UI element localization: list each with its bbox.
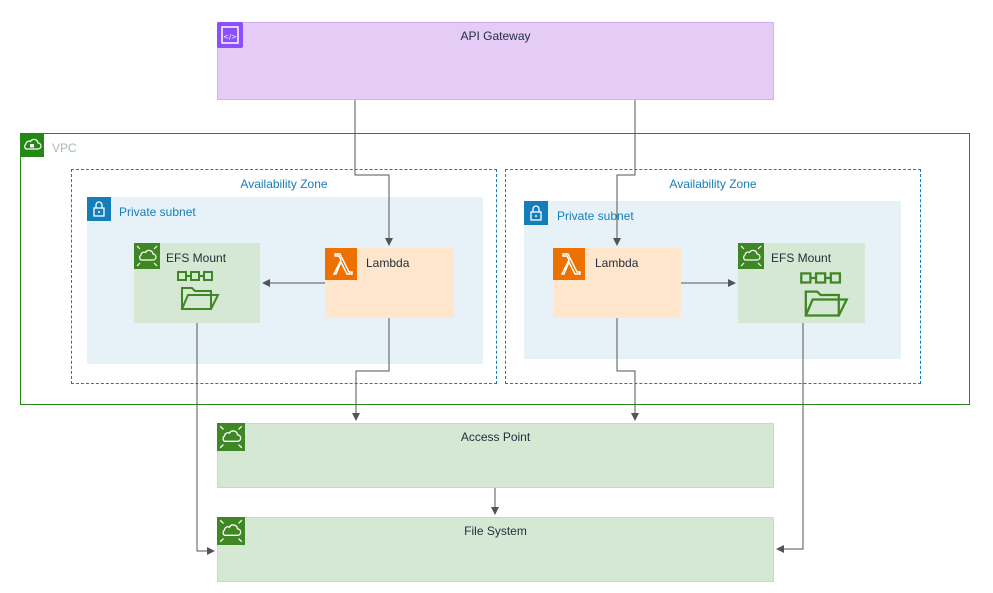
svg-text:</>: </> (223, 33, 237, 41)
folder-chip-icon (177, 271, 220, 310)
lambda-2-label: Lambda (595, 256, 639, 270)
edge-efs-2-to-file-system (776, 323, 804, 553)
api-gateway-icon: </> (217, 22, 243, 48)
private-subnet-2-label: Private subnet (557, 209, 634, 223)
availability-zone-1-label: Availability Zone (240, 177, 328, 191)
edge-efs-1-to-file-system (196, 323, 215, 555)
file-system-box[interactable] (217, 517, 774, 582)
vpc-label: VPC (52, 141, 77, 155)
edge-api-to-lambda-2 (613, 100, 636, 246)
edge-lambda-2-to-access-point (616, 318, 639, 421)
efs-mount-1-label: EFS Mount (166, 251, 227, 265)
availability-zone-2-label: Availability Zone (669, 177, 757, 191)
efs-mount-2-label: EFS Mount (771, 251, 832, 265)
folder-chip-icon (800, 272, 849, 317)
api-gateway-box[interactable] (217, 22, 774, 100)
access-point-label: Access Point (460, 430, 531, 444)
availability-zone-1 (71, 169, 497, 384)
efs-icon (217, 517, 245, 545)
lock-icon (87, 197, 111, 221)
lambda-icon (325, 248, 357, 280)
edge-lambda-1-to-access-point (352, 318, 390, 421)
availability-zone-2 (505, 169, 921, 384)
lock-icon (524, 201, 548, 225)
cloud-lock-icon (20, 133, 44, 157)
lambda-icon (553, 248, 585, 280)
lambda-1-label: Lambda (366, 256, 410, 270)
api-gateway-label: API Gateway (460, 29, 531, 43)
efs-icon (738, 243, 764, 269)
vpc-group (20, 133, 970, 405)
edge-api-to-lambda-1 (354, 100, 393, 246)
private-subnet-1-label: Private subnet (119, 205, 196, 219)
access-point-box[interactable] (217, 423, 774, 488)
efs-icon (217, 423, 245, 451)
efs-icon (134, 243, 160, 269)
file-system-label: File System (464, 524, 527, 538)
